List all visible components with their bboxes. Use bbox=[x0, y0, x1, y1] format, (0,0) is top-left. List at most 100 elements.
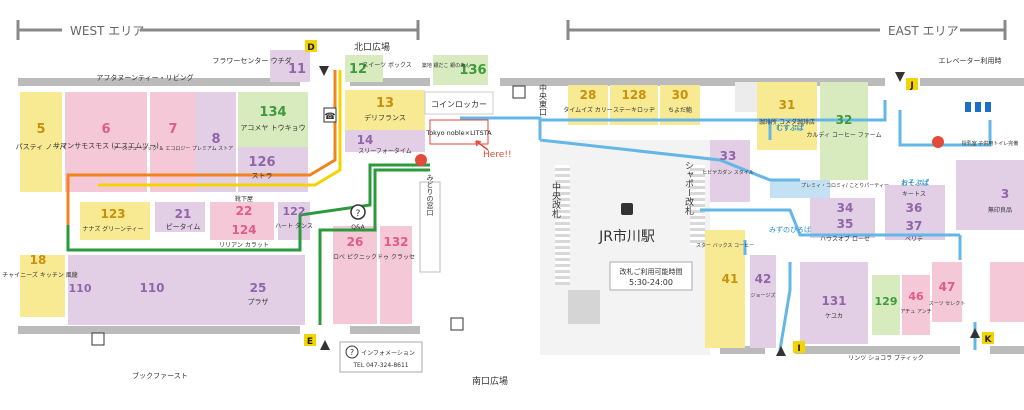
shop-35-name: ハウスオブ ローゼ bbox=[820, 235, 870, 243]
information-box[interactable]: ? インフォメーション TEL 047-324-8611 bbox=[339, 341, 423, 373]
misu-hiroba-label: みずのひろば bbox=[769, 225, 811, 234]
shop-21-number: 21 bbox=[175, 207, 192, 221]
entrance-i-marker: I bbox=[776, 341, 805, 356]
shop-34-number: 34 bbox=[837, 201, 854, 215]
locker-icon-south bbox=[450, 317, 464, 331]
entrance-j-marker: J bbox=[895, 72, 918, 91]
locker-icon-west bbox=[91, 332, 105, 346]
shop-35-number: 35 bbox=[837, 217, 854, 231]
gate-hours-label: 改札ご利用可能時間 bbox=[620, 267, 683, 276]
atm-icon bbox=[415, 154, 427, 166]
shop-131-number: 131 bbox=[821, 294, 846, 308]
shop-13-name: デリフランス bbox=[364, 113, 406, 122]
shop-21-name: ピータイム bbox=[166, 222, 201, 231]
shop-46-number: 46 bbox=[908, 290, 924, 303]
entrance-k-marker: K bbox=[970, 328, 994, 345]
store-callout[interactable]: Tokyo noble×LITSTA Here!! bbox=[425, 119, 512, 160]
shop-18-name: チャイニーズ キッチン 風龍 bbox=[2, 271, 77, 279]
book-first-label: ブックファースト bbox=[132, 371, 188, 380]
facility-icons: ☎ bbox=[91, 85, 991, 346]
shop-32-name: カルディ コーヒー ファーム bbox=[806, 131, 881, 139]
west-area-label: WEST エリア bbox=[70, 24, 144, 38]
shop-5-name: パスティ ノーパ bbox=[16, 143, 67, 151]
svg-text:D: D bbox=[307, 43, 314, 53]
shop-134-number: 134 bbox=[259, 105, 286, 120]
shop-28-number: 28 bbox=[580, 88, 597, 102]
north-plaza-label: 北口広場 bbox=[354, 41, 390, 53]
shop-41-name: スター バックス コーヒー bbox=[696, 242, 754, 249]
shop-122-name: ハート ダンス bbox=[275, 222, 313, 230]
shop-6-number: 6 bbox=[101, 122, 110, 137]
shop-3x-number: 3 bbox=[1001, 187, 1009, 201]
shop-22-name: 靴下屋 bbox=[235, 195, 253, 203]
west-header: WEST エリア bbox=[16, 20, 420, 40]
shop-128-name: ステーキロッヂ bbox=[613, 107, 655, 114]
atm-icon-east bbox=[932, 136, 944, 148]
shop-26-name: ロベ ピクニック bbox=[333, 254, 377, 261]
shop-124-number: 124 bbox=[231, 223, 256, 237]
central-east-label: 中央東口 bbox=[539, 83, 548, 116]
restroom-note: 授乳室 子供用トイレ完備 bbox=[962, 140, 1019, 147]
shop-46-name: アチュ アンチ bbox=[900, 309, 931, 315]
shop-30-name: ちよだ鮨 bbox=[668, 106, 692, 114]
shop-18-number: 18 bbox=[30, 253, 47, 267]
svg-text:?: ? bbox=[356, 209, 361, 219]
svg-text:?: ? bbox=[350, 348, 354, 357]
shop-126-number: 126 bbox=[248, 155, 275, 170]
entrance-e-marker: E bbox=[304, 334, 330, 350]
midori-window-label: みどりの窓口 bbox=[426, 174, 434, 216]
station-name: JR市川駅 bbox=[598, 228, 655, 245]
shop-11-number: 11 bbox=[288, 62, 306, 77]
shop-31-name: 珈琲所 コメダ珈琲店 bbox=[759, 118, 815, 126]
locker-icon-north bbox=[512, 85, 526, 99]
shop-labels: 5 パスティ ノーパ 6 サマンサモスモス (エスエムツー) 7 アースミュージ… bbox=[2, 56, 1012, 362]
shop-14-number: 14 bbox=[357, 133, 374, 147]
shop-110b-number: 110 bbox=[139, 281, 164, 295]
callout-store: Tokyo noble×LITSTA bbox=[425, 129, 492, 137]
shop-25-number: 25 bbox=[250, 281, 267, 295]
info-label: インフォメーション bbox=[361, 350, 415, 357]
shop-26-number: 26 bbox=[347, 235, 364, 249]
shop-30-number: 30 bbox=[672, 88, 689, 102]
shop-22-number: 22 bbox=[236, 204, 253, 218]
central-gate-label: 中央改札 bbox=[550, 181, 561, 218]
shop-124-name: リリアン カラット bbox=[219, 242, 269, 249]
shop-134-name: アコメヤ トウキョウ bbox=[240, 124, 305, 132]
shop-6-name: サマンサモスモス (エスエムツー) bbox=[53, 142, 159, 150]
shop-126-name: ストラ bbox=[252, 172, 273, 180]
svg-text:J: J bbox=[909, 81, 913, 91]
shop-13-number: 13 bbox=[376, 96, 394, 111]
shop-28-name: タイムイズ カリー bbox=[563, 106, 613, 114]
shop-32-number: 32 bbox=[836, 113, 853, 127]
shop-36-number: 36 bbox=[906, 201, 923, 215]
shop-136-name: 築地 銀だこ 銀のあん bbox=[422, 62, 470, 69]
shop-11-name: フラワーセンター ウチダ bbox=[212, 56, 291, 65]
shop-110a-number: 110 bbox=[69, 282, 92, 295]
shop-8-number: 8 bbox=[211, 132, 220, 147]
shop-12-number: 12 bbox=[349, 62, 367, 77]
musupa-label: むすぷぱ bbox=[776, 123, 804, 132]
shop-42-number: 42 bbox=[755, 272, 772, 286]
shop-37-name: ベリテ bbox=[905, 236, 923, 243]
qa-icon[interactable]: ? Q&A bbox=[350, 204, 366, 231]
svg-text:I: I bbox=[797, 344, 800, 354]
entrance-d-marker: D bbox=[305, 40, 329, 76]
afternoon-tea-label: アフタヌーンティー・リビング bbox=[96, 73, 193, 82]
restroom-icon bbox=[965, 102, 991, 112]
coin-locker-label: コインロッカー bbox=[431, 100, 487, 109]
walk-routes bbox=[66, 70, 992, 351]
shop-31-number: 31 bbox=[779, 98, 796, 112]
shop-123-name: ナナズ グリーンティー bbox=[82, 225, 143, 233]
shop-7-name: アースミュージック ＆ エコロジー プレミアム ストア bbox=[113, 146, 233, 152]
shop-132-name: ドゥ クラッセ bbox=[377, 254, 415, 261]
shop-131-name: ケユカ bbox=[825, 313, 843, 320]
shop-129-name: リンツ ショコラ ブティック bbox=[848, 354, 923, 362]
shop-blocks bbox=[20, 50, 1024, 348]
shop-33-name: ヒビヤカダン スタイル bbox=[702, 169, 754, 176]
east-area-label: EAST エリア bbox=[888, 24, 959, 38]
elevator-note: エレベーター利用時 bbox=[939, 56, 1002, 65]
shop-5-number: 5 bbox=[36, 122, 45, 137]
tel-label: TEL 047-324-8611 bbox=[352, 362, 408, 369]
shop-37-number: 37 bbox=[906, 219, 923, 233]
shop-41-number: 41 bbox=[722, 272, 739, 286]
